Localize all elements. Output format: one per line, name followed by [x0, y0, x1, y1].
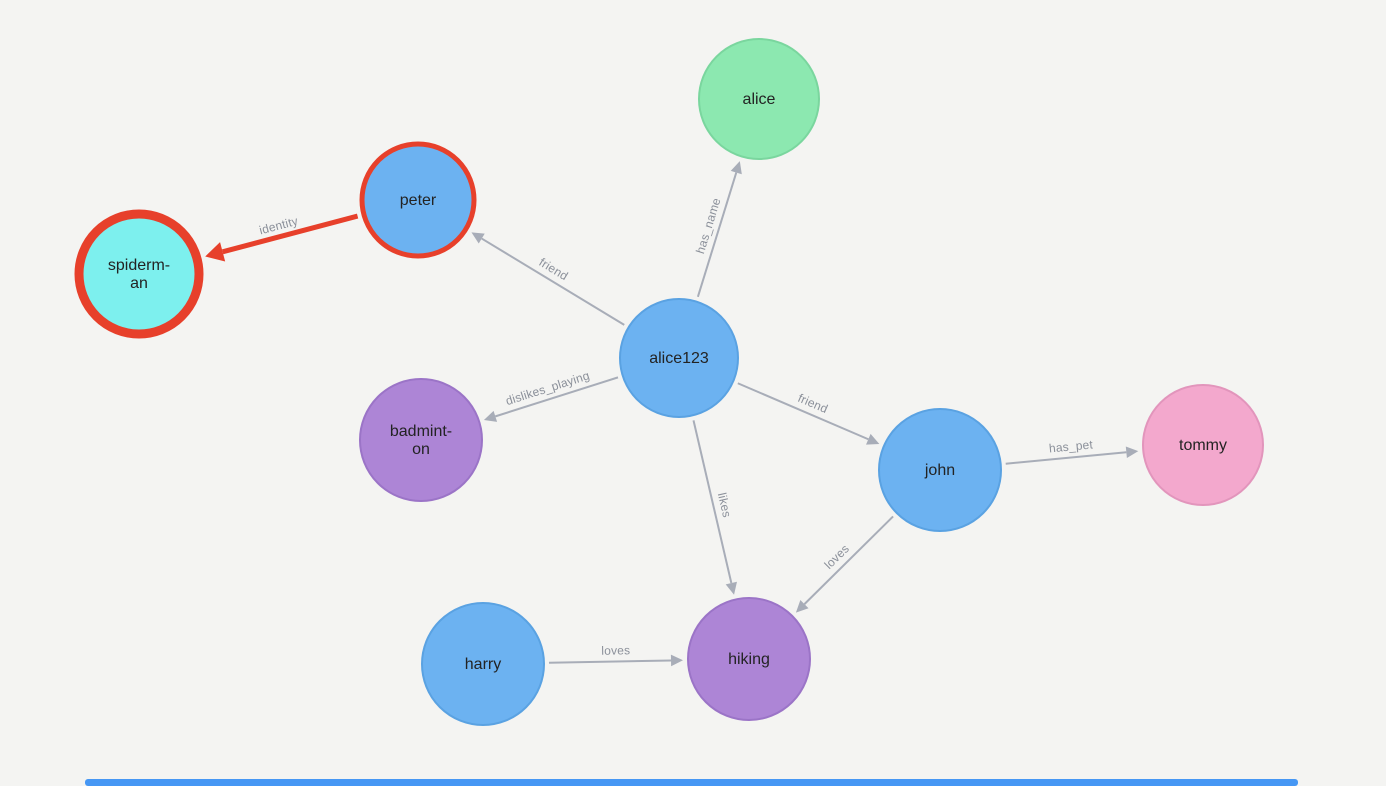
- arrowhead-icon: [1125, 446, 1139, 459]
- arrowhead-icon: [205, 242, 226, 262]
- edge-alice123-likes-hiking[interactable]: likes: [692, 420, 737, 595]
- edge-harry-loves-hiking[interactable]: loves: [548, 643, 684, 667]
- arrowhead-icon: [471, 232, 485, 244]
- node-circle-selected: [359, 141, 477, 259]
- node-label: alice: [743, 91, 776, 108]
- node-circle: [421, 602, 545, 726]
- node-spiderman[interactable]: spiderm-an: [74, 209, 204, 339]
- arrowhead-icon: [483, 410, 498, 422]
- node-alice[interactable]: alice: [698, 38, 820, 160]
- node-circle: [687, 597, 811, 721]
- edge-alice123-has_name-alice[interactable]: has_name: [693, 161, 742, 298]
- node-circle: [359, 378, 483, 502]
- edge-label: loves: [601, 643, 630, 658]
- edge-alice123-friend-john[interactable]: friend: [737, 382, 880, 445]
- node-label: an: [130, 275, 148, 292]
- node-label: harry: [465, 656, 501, 673]
- node-label: alice123: [649, 350, 709, 367]
- node-label: on: [412, 441, 430, 458]
- node-circle-selected: [74, 209, 204, 339]
- arrowhead-icon: [725, 581, 737, 595]
- node-peter[interactable]: peter: [359, 141, 477, 259]
- edge-john-loves-hiking[interactable]: loves: [795, 515, 894, 613]
- node-label: john: [924, 462, 955, 479]
- node-alice123[interactable]: alice123: [619, 298, 739, 418]
- node-john[interactable]: john: [878, 408, 1002, 532]
- node-circle: [1142, 384, 1264, 506]
- horizontal-scrollbar[interactable]: [85, 779, 1298, 786]
- edge-john-has_pet-tommy[interactable]: has_pet: [1005, 437, 1139, 465]
- node-circle: [698, 38, 820, 160]
- edge-label: friend: [537, 255, 571, 283]
- node-circle: [878, 408, 1002, 532]
- edge-label: likes: [715, 491, 734, 519]
- node-harry[interactable]: harry: [421, 602, 545, 726]
- arrowhead-icon: [670, 654, 684, 667]
- edge-alice123-dislikes_playing-badminton[interactable]: dislikes_playing: [483, 368, 619, 422]
- node-label: hiking: [728, 651, 770, 668]
- node-label: badmint-: [390, 423, 452, 440]
- node-label: peter: [400, 192, 437, 209]
- edge-label: has_pet: [1048, 437, 1094, 455]
- edge-label: friend: [796, 391, 830, 416]
- node-tommy[interactable]: tommy: [1142, 384, 1264, 506]
- node-label: spiderm-: [108, 257, 170, 274]
- node-circle: [619, 298, 739, 418]
- arrowhead-icon: [730, 161, 742, 175]
- arrowhead-icon: [795, 600, 809, 613]
- edge-alice123-friend-peter[interactable]: friend: [471, 232, 625, 326]
- edge-label: loves: [822, 542, 852, 572]
- edge-label: dislikes_playing: [504, 368, 591, 408]
- graph-nodes-layer: alice peter spiderm-an alice123 badmint-on jo…: [74, 38, 1264, 726]
- node-hiking[interactable]: hiking: [687, 597, 811, 721]
- arrowhead-icon: [866, 433, 880, 445]
- node-badminton[interactable]: badmint-on: [359, 378, 483, 502]
- node-label: tommy: [1179, 437, 1227, 454]
- edge-peter-identity-spiderman[interactable]: identity: [205, 213, 359, 262]
